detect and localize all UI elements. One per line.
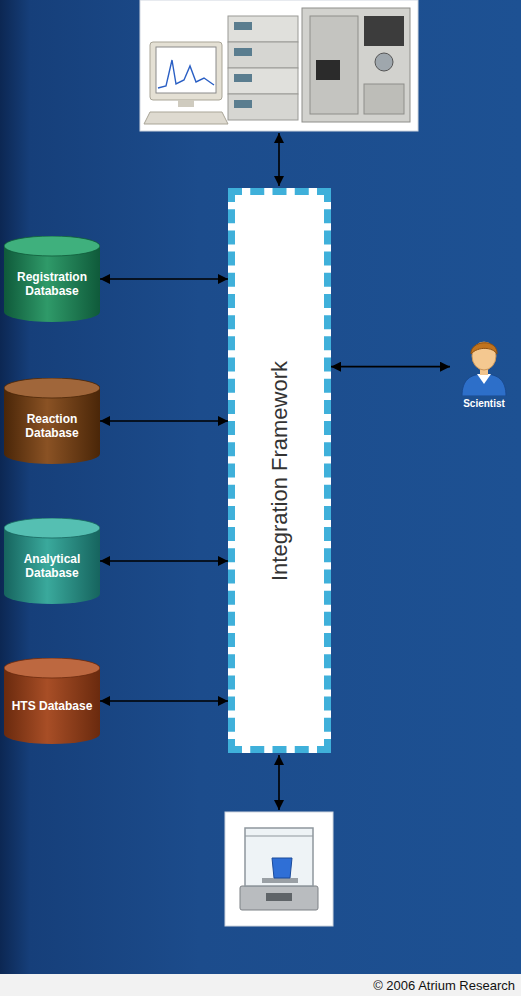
connector — [100, 700, 228, 702]
balance-picture — [225, 812, 333, 926]
database-cylinder: Reaction Database — [4, 378, 100, 464]
person-icon — [456, 336, 512, 396]
scientist-figure: Scientist — [450, 336, 518, 409]
instrument-picture — [140, 0, 418, 131]
footer-strip — [0, 974, 521, 996]
copyright-note: © 2006 Atrium Research — [373, 978, 515, 993]
database-label: HTS Database — [12, 699, 93, 713]
picture-arrow — [278, 755, 280, 810]
database-cylinder: Registration Database — [4, 236, 100, 322]
integration-frame: Integration Framework — [228, 188, 331, 753]
connector — [100, 560, 228, 562]
database-cylinder: Analytical Database — [4, 518, 100, 604]
connector — [100, 420, 228, 422]
database-label: Analytical Database — [8, 552, 96, 581]
person-label: Scientist — [450, 398, 518, 409]
database-label: Reaction Database — [8, 412, 96, 441]
connector — [331, 366, 450, 368]
database-label: Registration Database — [8, 270, 96, 299]
picture-arrow — [278, 133, 280, 186]
connector — [100, 278, 228, 280]
database-cylinder: HTS Database — [4, 658, 100, 744]
frame-label: Integration Framework — [267, 360, 293, 580]
